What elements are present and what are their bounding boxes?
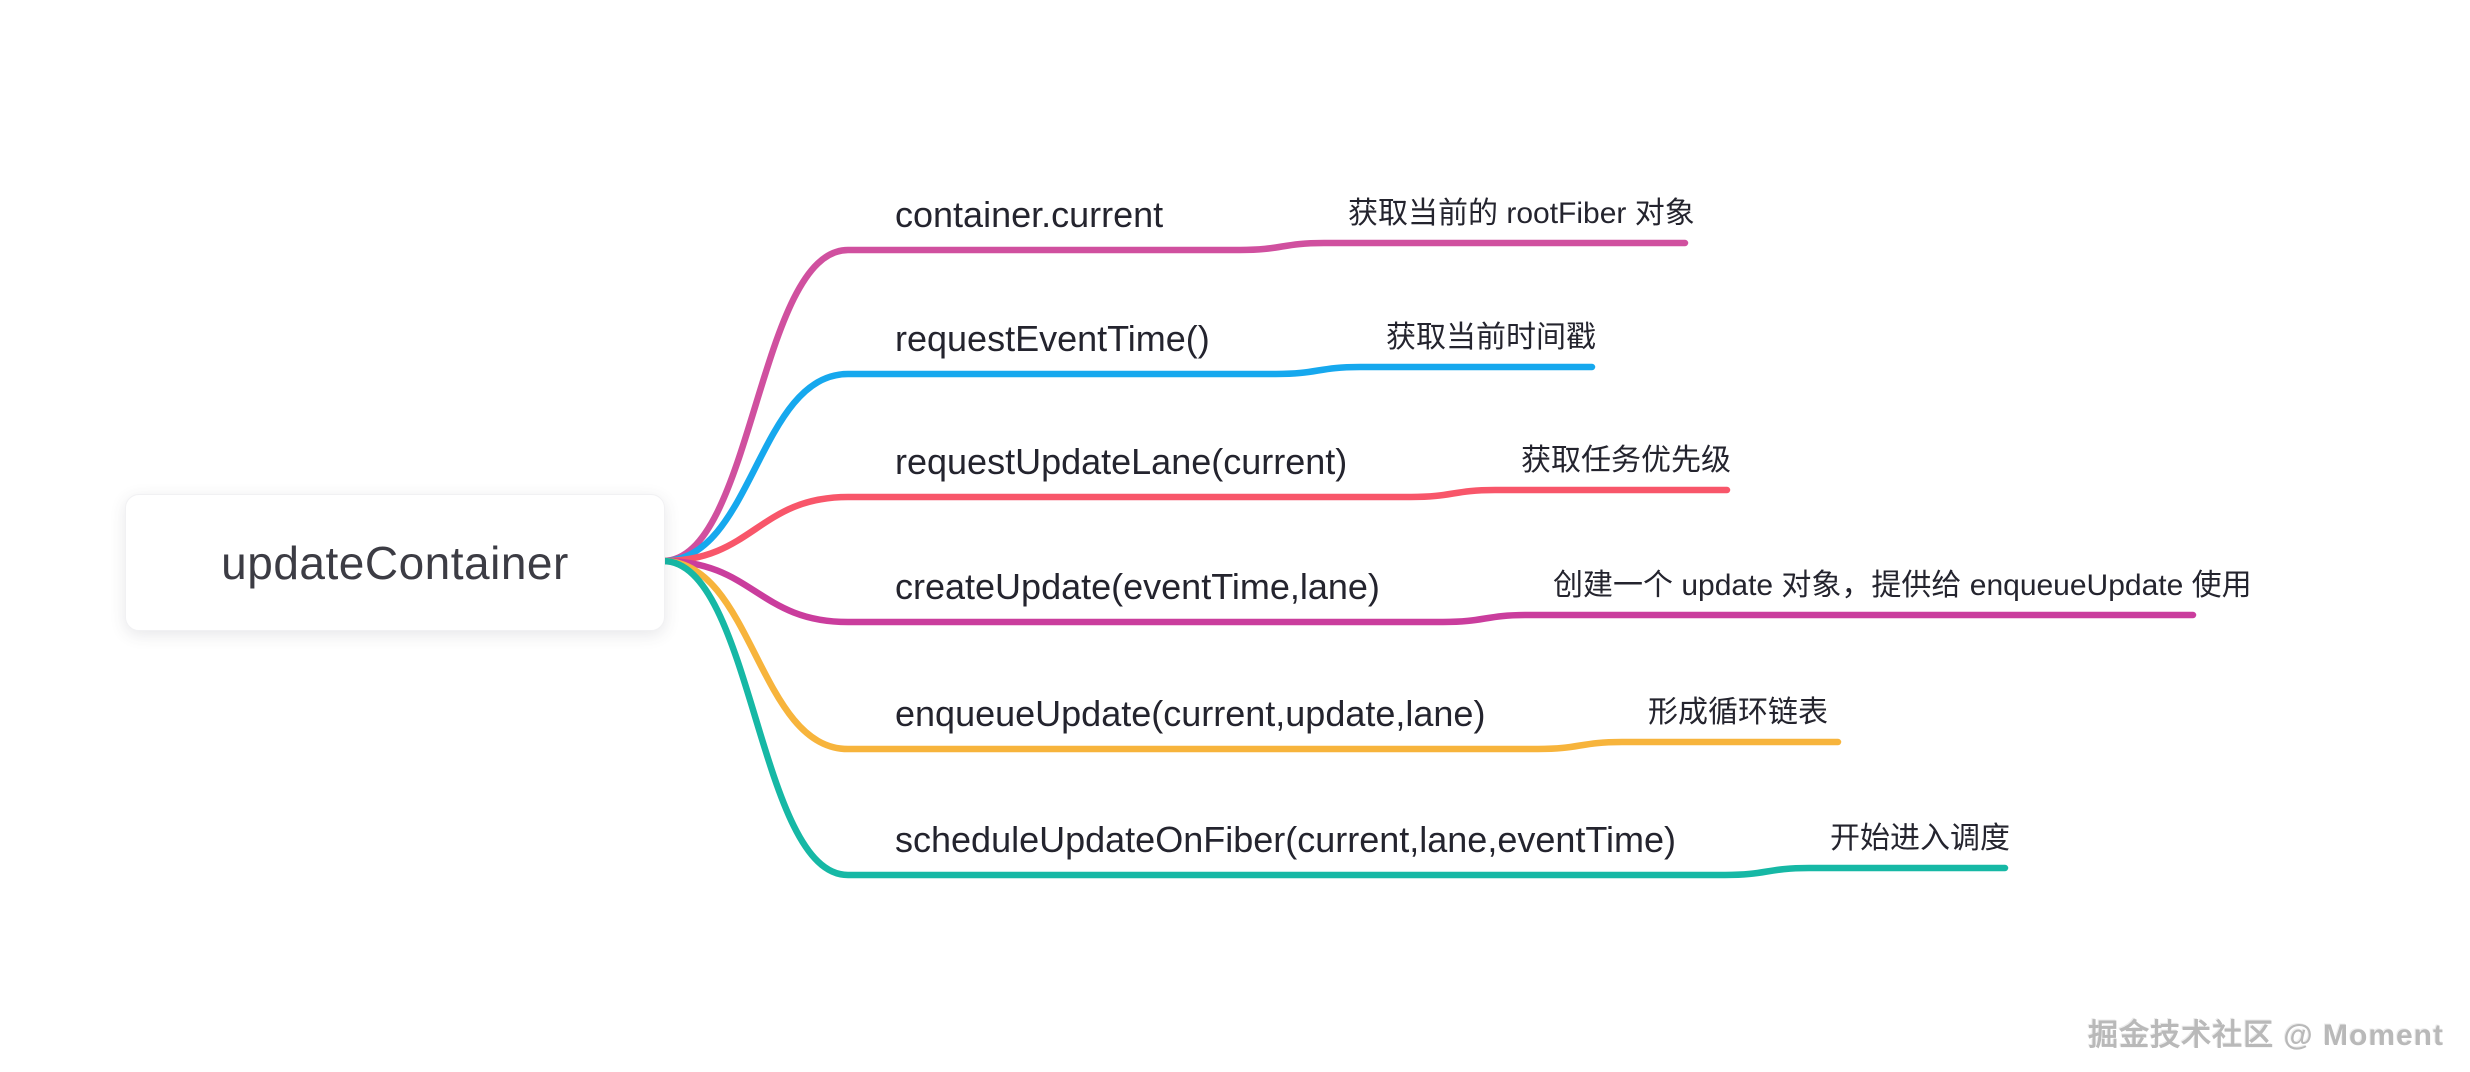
branch-note-create-update[interactable]: 创建一个 update 对象，提供给 enqueueUpdate 使用: [1553, 569, 2252, 602]
watermark: 掘金技术社区 @ Moment: [2088, 1019, 2444, 1052]
branch-line-2: [659, 486, 1731, 565]
branch-label-schedule-update-on-fiber[interactable]: scheduleUpdateOnFiber(current,lane,event…: [895, 819, 1677, 860]
branch-label-create-update[interactable]: createUpdate(eventTime,lane): [895, 566, 1380, 607]
branch-line-4: [659, 557, 1842, 753]
branch-note-request-update-lane[interactable]: 获取任务优先级: [1521, 444, 1731, 477]
root-node-update-container[interactable]: updateContainer: [125, 494, 665, 631]
branch-line-1: [659, 363, 1596, 565]
branch-note-schedule-update-on-fiber[interactable]: 开始进入调度: [1830, 822, 2010, 855]
branch-label-enqueue-update[interactable]: enqueueUpdate(current,update,lane): [895, 693, 1486, 734]
root-node-label: updateContainer: [221, 536, 569, 589]
branch-label-container-current[interactable]: container.current: [895, 194, 1164, 235]
branch-note-container-current[interactable]: 获取当前的 rootFiber 对象: [1348, 197, 1695, 230]
branch-label-request-event-time[interactable]: requestEventTime(): [895, 318, 1210, 359]
branch-line-3: [659, 557, 2197, 626]
branch-line-5: [659, 557, 2009, 879]
branch-line-0: [659, 239, 1689, 565]
branch-label-request-update-lane[interactable]: requestUpdateLane(current): [895, 441, 1348, 482]
branch-note-enqueue-update[interactable]: 形成循环链表: [1648, 696, 1828, 729]
branch-note-request-event-time[interactable]: 获取当前时间戳: [1386, 321, 1596, 354]
